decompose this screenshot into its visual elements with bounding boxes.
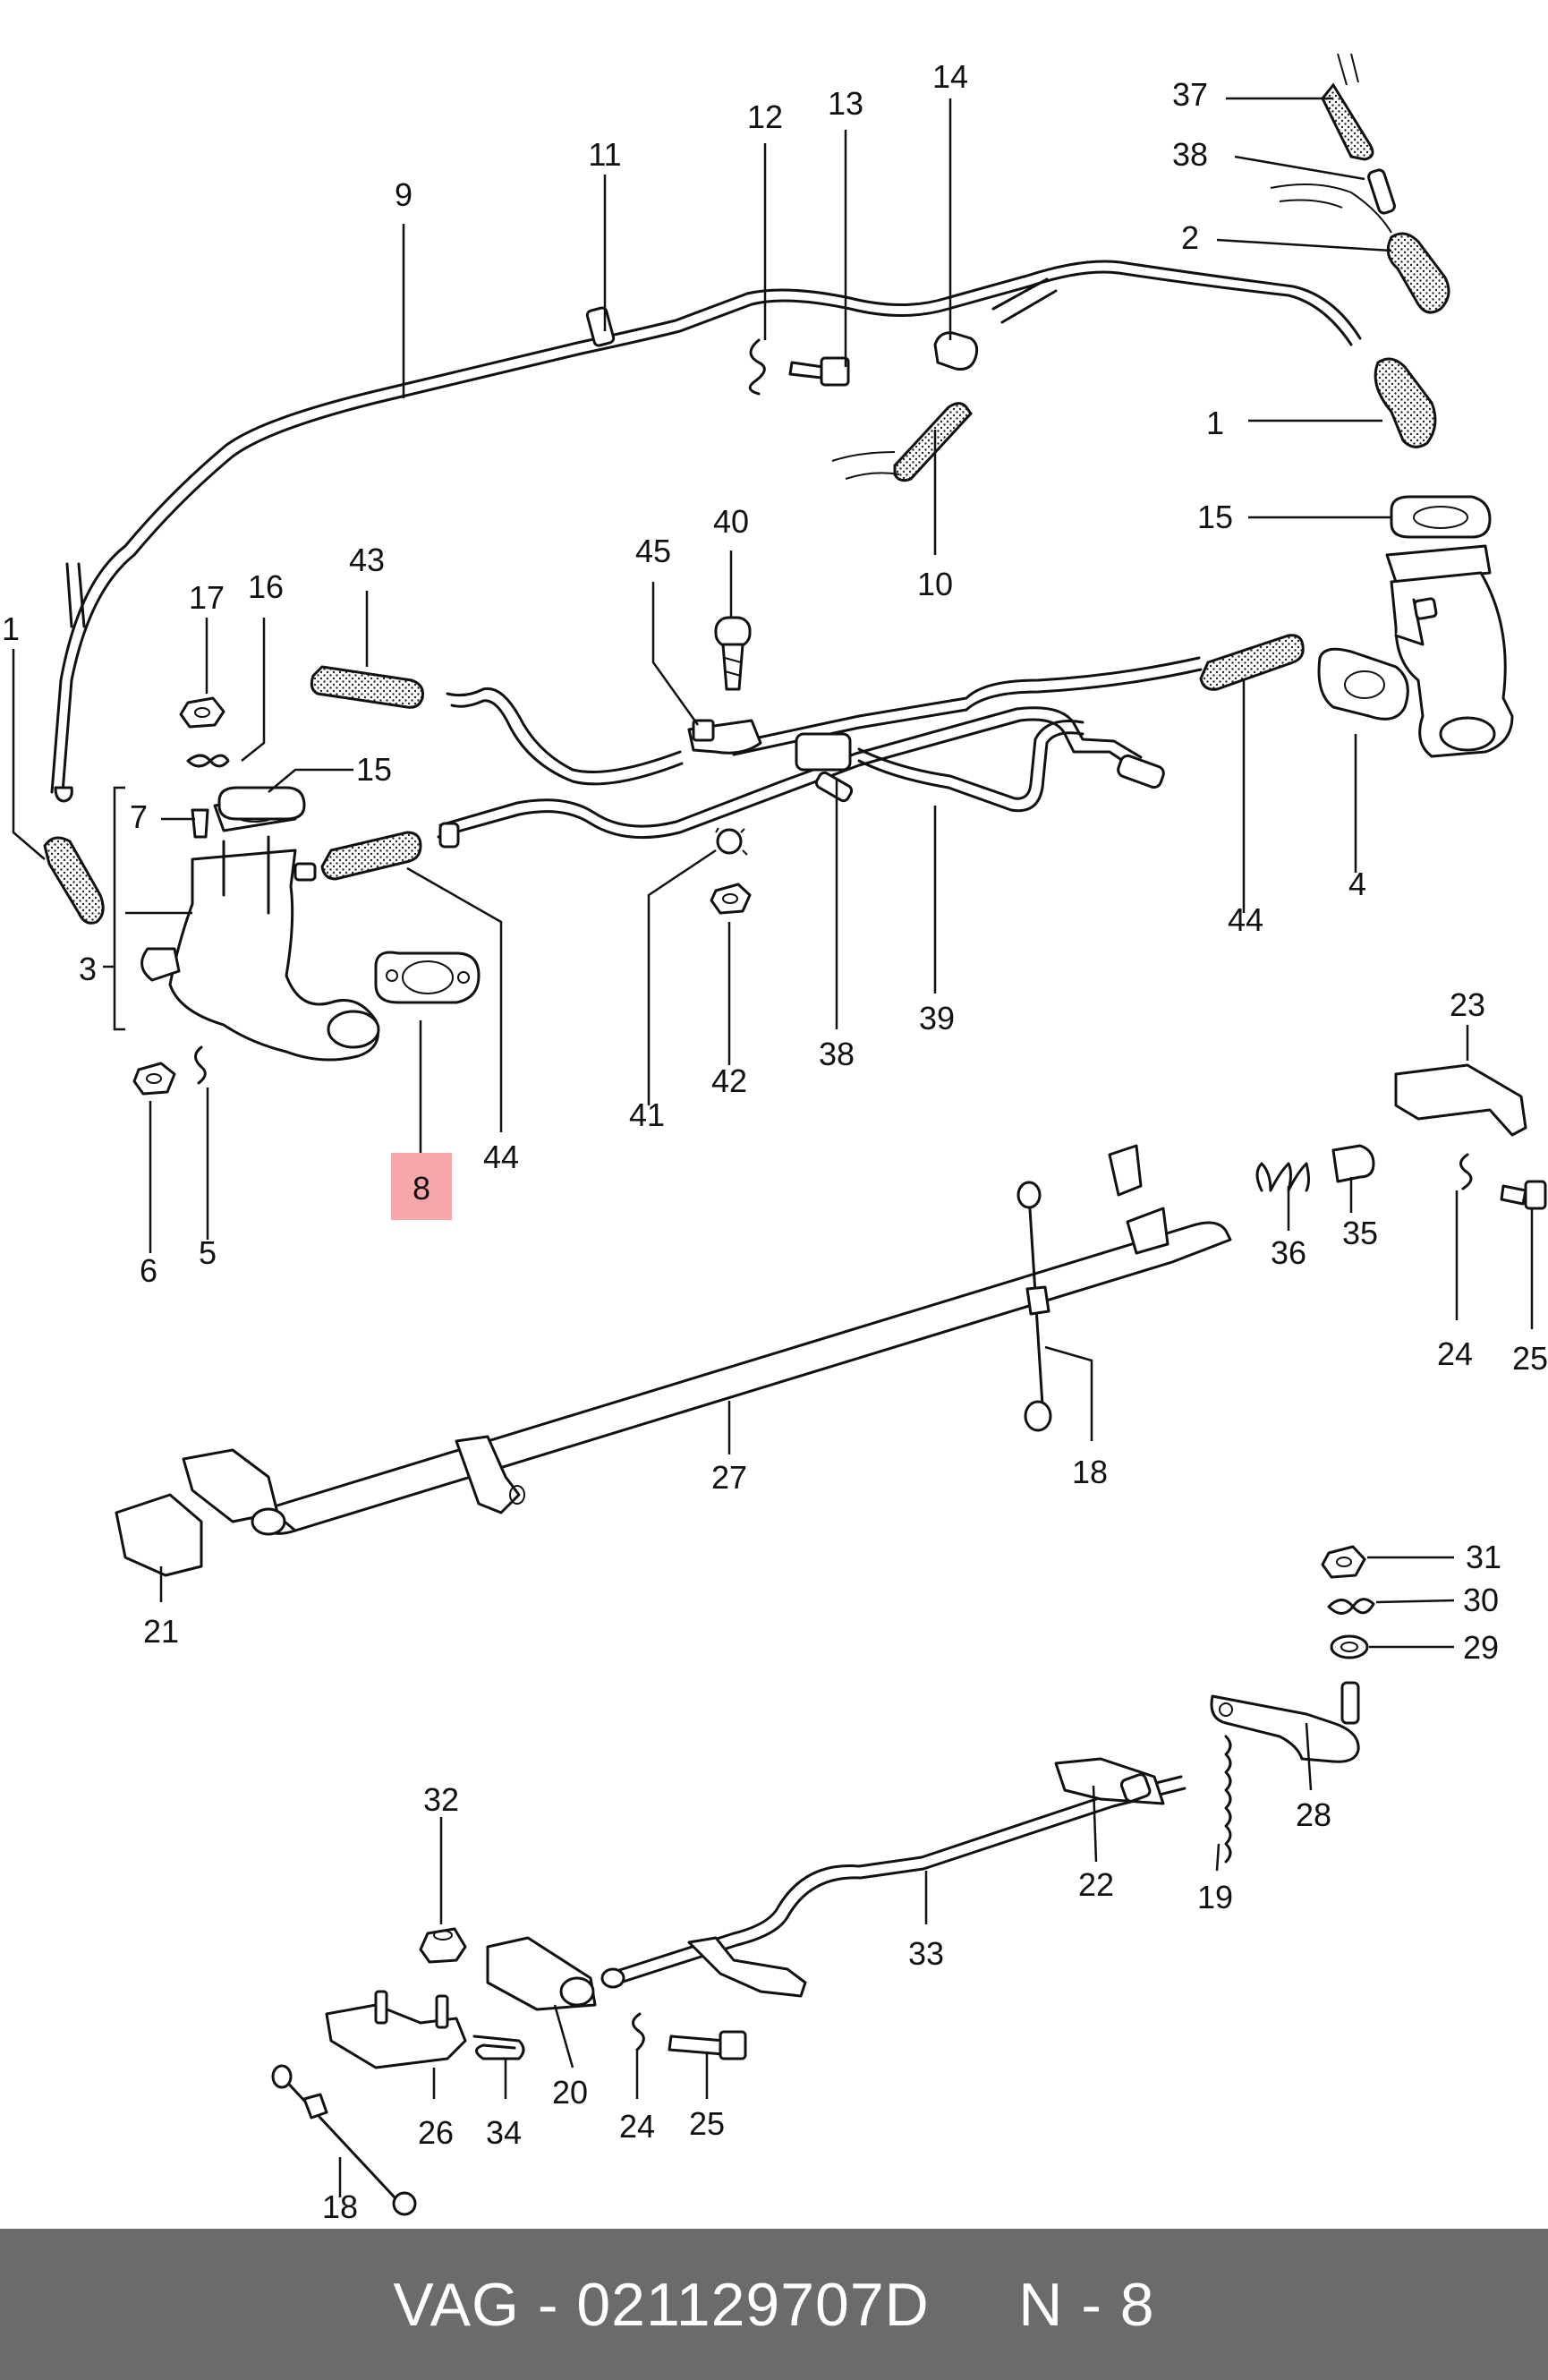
label-21: 21: [143, 1613, 179, 1650]
label-16: 16: [248, 568, 284, 605]
label-14: 14: [932, 58, 968, 95]
footer-bar: VAG - 021129707D N - 8: [0, 2229, 1548, 2380]
part-number-caption: VAG - 021129707D N - 8: [393, 2270, 1155, 2339]
label-24-right: 24: [1437, 1335, 1473, 1372]
label-45: 45: [635, 533, 671, 569]
label-44-left: 44: [483, 1139, 519, 1175]
label-20: 20: [552, 2074, 588, 2111]
label-8: 8: [413, 1170, 430, 1207]
label-36: 36: [1271, 1234, 1306, 1271]
throttle-shaft: [115, 1063, 1547, 1577]
label-33: 33: [908, 1935, 944, 1972]
top-small-parts: [748, 53, 1450, 482]
highlight-part-8: [391, 1153, 452, 1220]
label-32: 32: [423, 1781, 459, 1818]
label-44-right: 44: [1228, 901, 1263, 938]
label-3: 3: [79, 951, 97, 987]
label-17: 17: [189, 579, 225, 616]
label-15-right: 15: [1197, 499, 1233, 535]
label-26: 26: [418, 2114, 454, 2151]
label-38-mid: 38: [819, 1036, 855, 1072]
label-31: 31: [1466, 1539, 1501, 1575]
parts-diagram: 9 11 12 13 14 37 38 2 1 10 15 40 45 43 1…: [2, 53, 1548, 2225]
label-39: 39: [919, 1000, 955, 1036]
label-30: 30: [1463, 1582, 1499, 1618]
label-1-left: 1: [2, 610, 20, 647]
label-34: 34: [486, 2114, 522, 2151]
label-18-bottom: 18: [322, 2188, 358, 2225]
label-35: 35: [1342, 1215, 1378, 1251]
label-1-right: 1: [1206, 405, 1224, 441]
label-25-bottom: 25: [689, 2105, 725, 2142]
middle-assembly: [43, 495, 1514, 1096]
label-2: 2: [1181, 219, 1199, 256]
label-38-top: 38: [1172, 136, 1208, 173]
label-27: 27: [711, 1459, 747, 1496]
leader-lines: [12, 97, 1534, 2197]
label-4: 4: [1348, 866, 1366, 902]
label-5: 5: [199, 1234, 217, 1271]
label-19: 19: [1197, 1879, 1233, 1915]
label-43: 43: [349, 542, 385, 578]
label-9: 9: [395, 176, 413, 213]
label-23: 23: [1450, 986, 1485, 1023]
label-7: 7: [130, 798, 148, 835]
label-37: 37: [1172, 76, 1208, 113]
label-12: 12: [747, 98, 783, 135]
label-29: 29: [1463, 1629, 1499, 1666]
label-24-bottom: 24: [619, 2108, 655, 2145]
label-25-right: 25: [1512, 1340, 1548, 1377]
label-40: 40: [713, 503, 749, 540]
label-18-top: 18: [1072, 1454, 1108, 1490]
label-22: 22: [1078, 1866, 1114, 1903]
label-15-left: 15: [356, 751, 392, 788]
label-6: 6: [140, 1252, 157, 1289]
label-41: 41: [629, 1096, 665, 1133]
label-11: 11: [588, 136, 621, 173]
label-42: 42: [711, 1062, 747, 1099]
label-28: 28: [1296, 1796, 1331, 1833]
label-10: 10: [917, 566, 953, 602]
part-labels: 9 11 12 13 14 37 38 2 1 10 15 40 45 43 1…: [2, 58, 1548, 2225]
label-13: 13: [828, 85, 863, 122]
bottom-hardware: [271, 1545, 1375, 2216]
